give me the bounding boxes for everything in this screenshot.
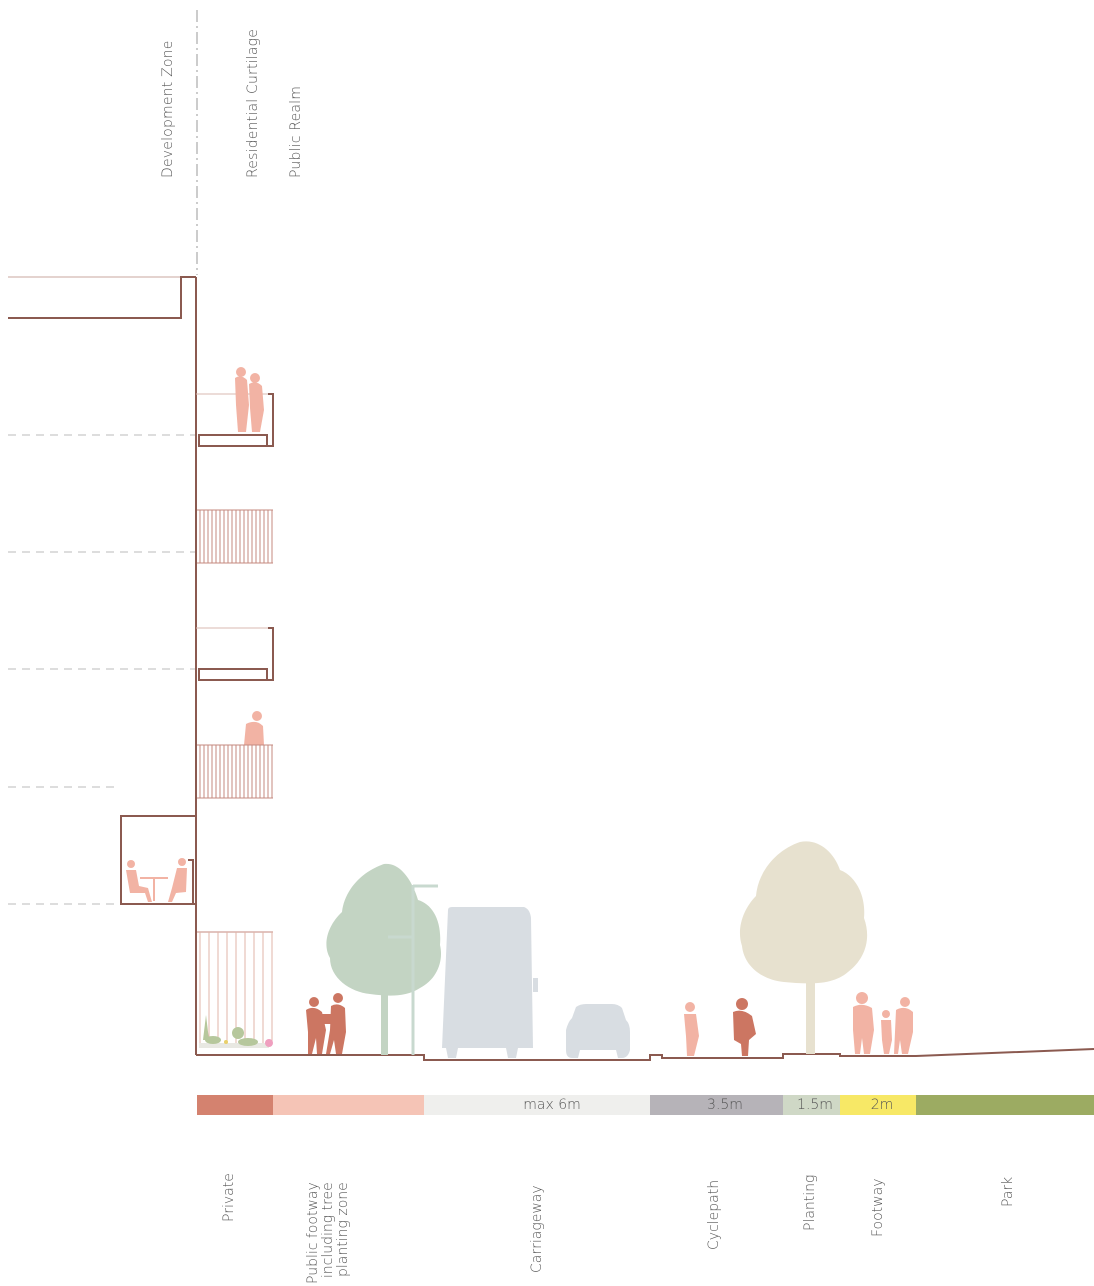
- ground-line: [196, 1048, 1094, 1061]
- residential-curtilage-label: Residential Curtilage: [245, 28, 261, 178]
- floor-level-lines: [8, 434, 196, 905]
- zone-label-planting: Planting: [802, 1174, 818, 1231]
- band-public-footway: [273, 1095, 424, 1115]
- car-silhouette: [566, 1004, 630, 1058]
- balcony-1: [196, 367, 274, 447]
- band-footway: [840, 1095, 916, 1115]
- family-figures: [853, 992, 913, 1054]
- band-label-planting: 1.5m: [797, 1097, 833, 1113]
- balcony-4: [197, 711, 273, 799]
- band-planting: [783, 1095, 840, 1115]
- bay-window: [120, 815, 197, 905]
- zone-label-private: Private: [221, 1173, 237, 1222]
- band-label-carriageway: max 6m: [523, 1097, 581, 1113]
- zone-label-public-footway: Public footway including tree planting z…: [305, 1182, 351, 1284]
- band-private: [197, 1095, 273, 1115]
- development-zone-label: Development Zone: [160, 40, 176, 178]
- balcony-person-figure: [244, 711, 264, 745]
- zone-label-cyclepath: Cyclepath: [706, 1179, 722, 1250]
- band-park: [916, 1095, 1094, 1115]
- band-label-footway: 2m: [870, 1097, 894, 1113]
- balcony-couple-figure: [235, 367, 264, 432]
- dining-figures: [126, 858, 187, 902]
- street-lamp: [388, 884, 438, 1055]
- public-realm-label: Public Realm: [288, 85, 304, 178]
- front-garden: [197, 931, 273, 1048]
- band-cyclepath: [650, 1095, 783, 1115]
- zone-label-park: Park: [1000, 1176, 1016, 1207]
- zone-label-carriageway: Carriageway: [529, 1185, 545, 1273]
- park-tree: [739, 841, 868, 1054]
- footway-pedestrians: [306, 993, 346, 1054]
- band-carriageway: [424, 1095, 650, 1115]
- section-drawing: [8, 10, 1094, 1061]
- building-roof: [8, 276, 196, 319]
- band-label-cyclepath: 3.5m: [707, 1097, 743, 1113]
- balcony-2: [197, 509, 273, 564]
- cyclists: [684, 998, 756, 1056]
- zone-label-footway: Footway: [870, 1178, 886, 1238]
- balcony-3: [196, 627, 274, 681]
- bus-silhouette: [442, 907, 538, 1058]
